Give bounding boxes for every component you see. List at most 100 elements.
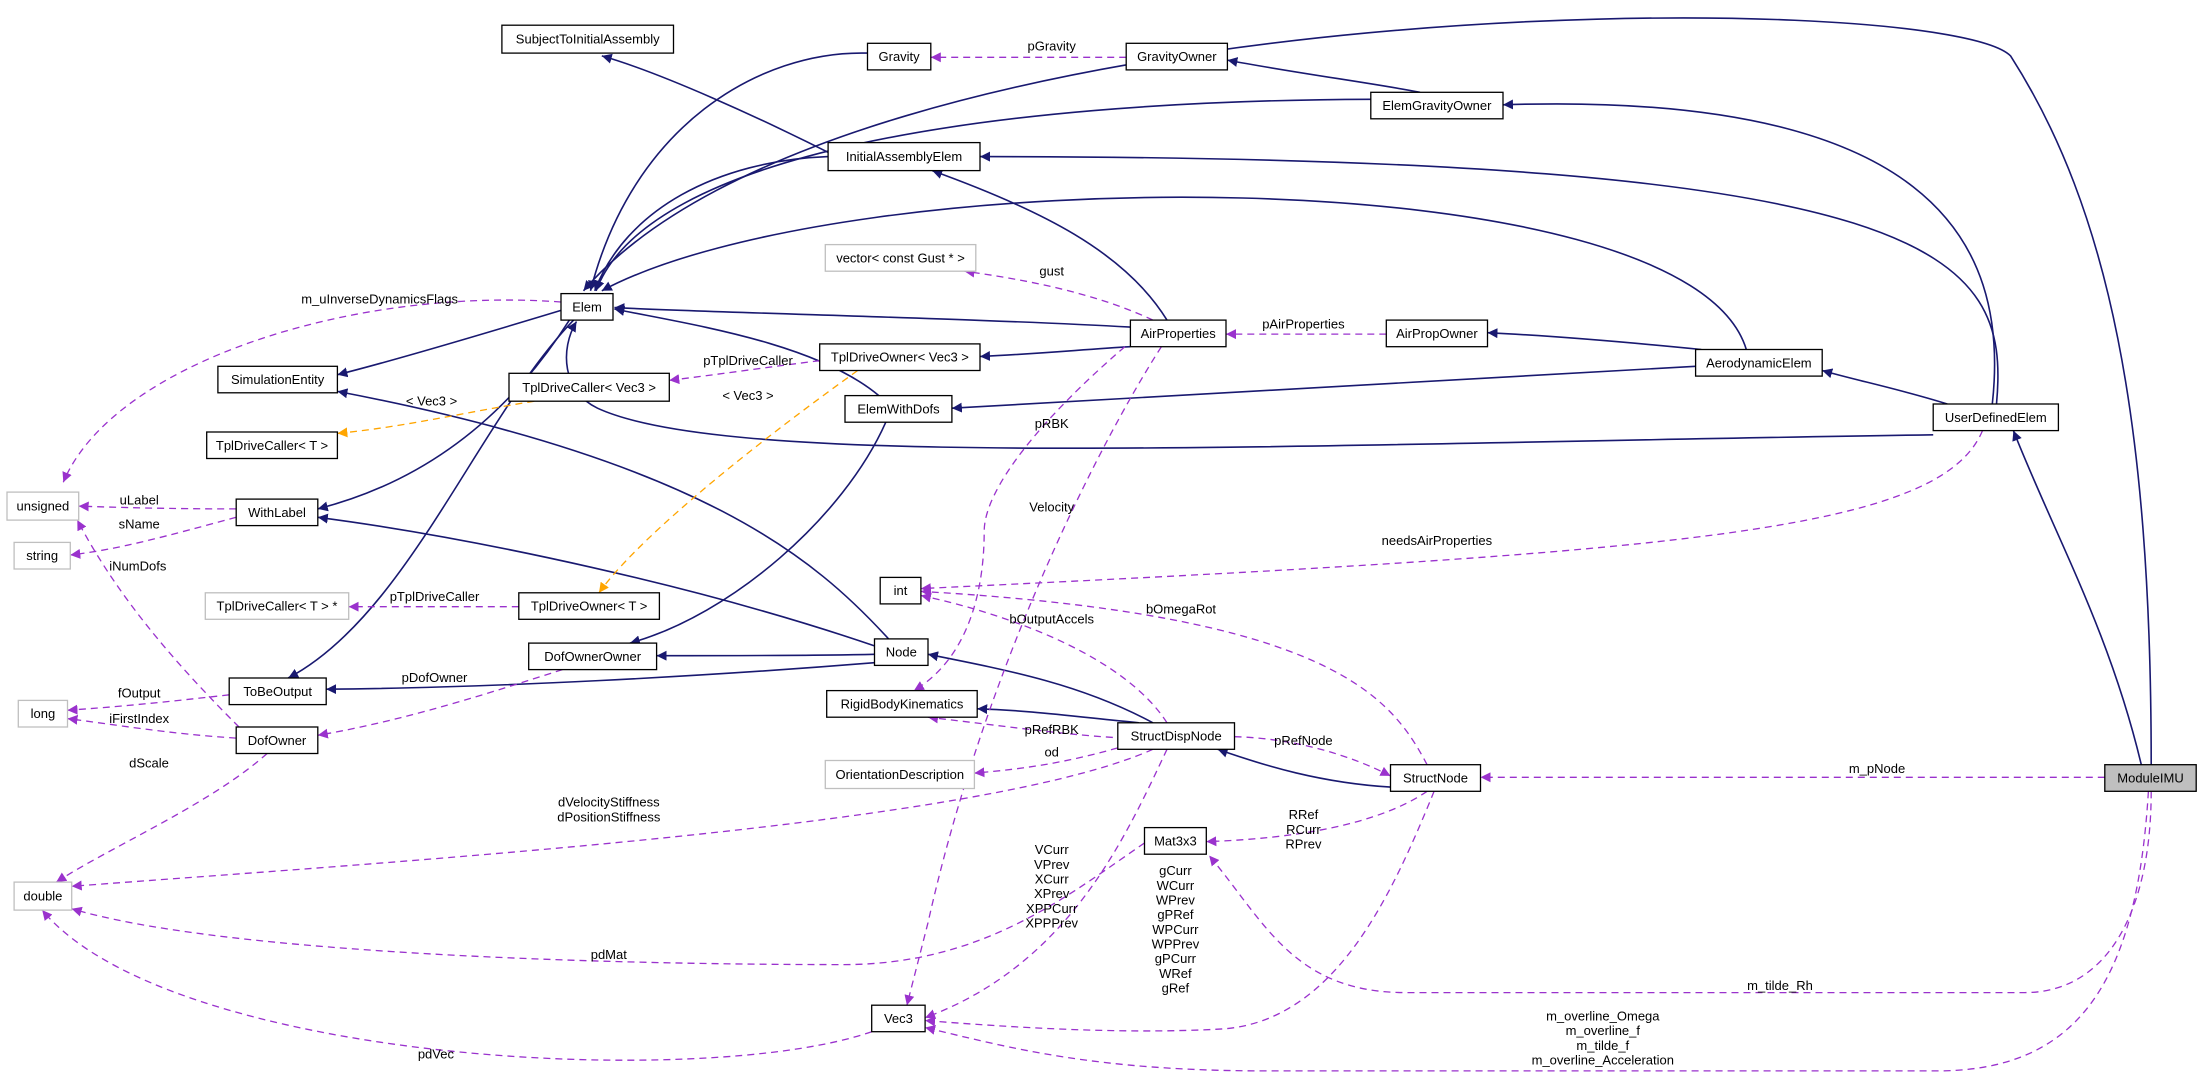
node-frame: [1125, 42, 1229, 71]
edge-subj-initasm: [601, 53, 837, 158]
edge-label-int-structnode: bOmegaRot: [1146, 602, 1216, 617]
node-label: string: [26, 548, 58, 563]
node-initialassemblyelem[interactable]: InitialAssemblyElem: [827, 141, 981, 172]
node-elemwithdofs[interactable]: ElemWithDofs: [844, 394, 953, 423]
node-elemgravityowner[interactable]: ElemGravityOwner: [1370, 91, 1504, 120]
edge-label-structdisp-structnode-use: pRefNode: [1274, 733, 1333, 748]
edge-label-rbk-elemwithdofs: pRBK: [1035, 416, 1069, 431]
node-frame: [1932, 403, 2060, 432]
edge-gust-airprops: [964, 267, 1154, 321]
node-tobeoutput[interactable]: ToBeOutput: [228, 677, 327, 706]
node-simulationentity[interactable]: SimulationEntity: [217, 365, 339, 394]
edge-int-structdisp: [920, 592, 1168, 724]
node-label: vector< const Gust * >: [836, 250, 965, 265]
edge-label-airprops-airpropowner: pAirProperties: [1262, 317, 1345, 332]
node-label: DofOwnerOwner: [544, 649, 641, 664]
edge-airpropowner-aerodyn: [1487, 328, 1702, 351]
node-label: ElemGravityOwner: [1382, 98, 1492, 113]
edge-elemwithdofs-aerodyn: [951, 365, 1696, 413]
node-frame: [528, 642, 658, 671]
node-tpldriveownert[interactable]: TplDriveOwner< T >: [518, 592, 661, 620]
edge-structdisp-structnode-use: [1234, 736, 1391, 777]
node-vec3[interactable]: Vec3: [871, 1004, 926, 1033]
edge-tdcv3-tdov3: [669, 360, 820, 385]
edge-int-userdef: [920, 430, 1984, 594]
node-frame: [1370, 91, 1504, 120]
node-label: Vec3: [884, 1011, 913, 1026]
edge-label-int-structdisp: bOutputAccels: [1009, 612, 1094, 627]
edge-elem-initasm: [593, 155, 829, 292]
node-frame: [204, 592, 350, 620]
edge-elem-elemwithdofs: [614, 306, 880, 397]
edge-aerodyn-userdef: [1821, 368, 1948, 405]
node-structnode[interactable]: StructNode: [1389, 764, 1482, 792]
node-string[interactable]: string: [13, 541, 71, 570]
node-orientationdescription[interactable]: OrientationDescription: [824, 759, 976, 790]
node-tpldrivecallertptr[interactable]: TplDriveCaller< T > *: [204, 592, 350, 620]
node-frame: [1694, 348, 1823, 377]
node-frame: [217, 365, 339, 394]
node-tpldrivecallert[interactable]: TplDriveCaller< T >: [206, 431, 339, 460]
node-tpldrivecallervec3[interactable]: TplDriveCaller< Vec3 >: [508, 372, 670, 402]
edge-double-mat3x3: [71, 842, 1145, 966]
edge-od-structdisp: [974, 747, 1118, 778]
node-label: ElemWithDofs: [857, 401, 940, 416]
node-rigidbodykinematics[interactable]: RigidBodyKinematics: [826, 689, 978, 718]
edge-label-gravity-gravowner: pGravity: [1027, 38, 1076, 53]
edge-double-dofowner: [55, 753, 268, 883]
node-withlabel[interactable]: WithLabel: [235, 498, 319, 527]
node-label: Node: [886, 645, 917, 660]
node-tpldriveownervec3[interactable]: TplDriveOwner< Vec3 >: [819, 343, 981, 372]
node-node[interactable]: Node: [873, 638, 929, 667]
node-elem[interactable]: Elem: [560, 292, 614, 321]
node-gravityowner[interactable]: GravityOwner: [1125, 42, 1229, 71]
node-label: int: [894, 583, 908, 598]
node-gravity[interactable]: Gravity: [866, 42, 932, 71]
edge-userdef-moduleimu: [2012, 430, 2143, 765]
edge-mat3x3-moduleimu: [1208, 791, 2152, 994]
edge-double-structdisp: [71, 748, 1154, 891]
node-dofownerowner[interactable]: DofOwnerOwner: [528, 642, 658, 671]
node-mat3x3[interactable]: Mat3x3: [1143, 826, 1207, 855]
node-label: StructDispNode: [1131, 729, 1222, 744]
node-vectorgust[interactable]: vector< const Gust * >: [824, 243, 977, 272]
node-label: double: [23, 889, 62, 904]
edge-elem-gravity: [588, 52, 868, 291]
edge-label-tdot-tdov3: < Vec3 >: [722, 388, 773, 403]
edge-long-tobeoutput: [67, 694, 230, 715]
node-structdispnode[interactable]: StructDispNode: [1117, 722, 1236, 750]
node-frame: [2104, 764, 2197, 792]
node-frame: [824, 243, 977, 272]
edge-mat3x3-structnode: [1206, 790, 1428, 847]
edge-simentity-node: [337, 388, 890, 640]
node-subjecttoinitialassembly[interactable]: SubjectToInitialAssembly: [501, 24, 675, 54]
edge-tpldriveownervec3-airprops: [979, 345, 1131, 362]
node-moduleimu[interactable]: ModuleIMU: [2104, 764, 2197, 792]
node-frame: [824, 759, 976, 790]
node-aerodynamicelem[interactable]: AerodynamicElem: [1694, 348, 1823, 377]
node-int[interactable]: int: [879, 576, 922, 605]
node-label: TplDriveOwner< T >: [531, 599, 648, 614]
node-unsigned[interactable]: unsigned: [6, 491, 80, 521]
node-userdefinedelem[interactable]: UserDefinedElem: [1932, 403, 2060, 432]
node-dofowner[interactable]: DofOwner: [235, 726, 319, 755]
node-long[interactable]: long: [17, 699, 69, 728]
node-label: Mat3x3: [1154, 833, 1197, 848]
edge-label-vec3-airprops: Velocity: [1029, 500, 1074, 515]
node-frame: [508, 372, 670, 402]
edge-vec3-moduleimu: [924, 791, 2150, 1072]
edge-rbk-structdisp: [977, 704, 1139, 724]
edge-string-withlabel: [70, 516, 237, 559]
edge-label-od-structdisp: od: [1044, 744, 1058, 759]
node-double[interactable]: double: [13, 881, 73, 911]
edge-node-structdisp: [927, 651, 1154, 724]
edge-label-double-vec3: pdVec: [418, 1046, 455, 1061]
node-airpropowner[interactable]: AirPropOwner: [1385, 319, 1489, 348]
node-airproperties[interactable]: AirProperties: [1129, 319, 1227, 348]
edge-elem-aerodyn: [601, 196, 1748, 350]
edge-unsigned-elem: [62, 299, 562, 483]
